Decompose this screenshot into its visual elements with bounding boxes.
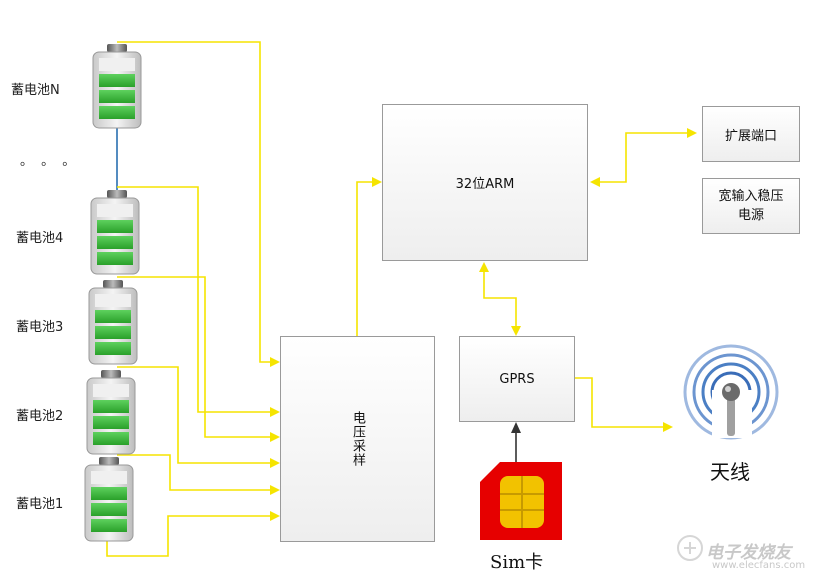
arrow-sim-to-gprs [511, 422, 521, 433]
power-supply-line2: 电源 [737, 208, 764, 223]
watermark-url: www.elecfans.com [712, 560, 806, 571]
battery-label-n: 蓄电池N [11, 83, 60, 98]
arrow-battery-2 [270, 458, 280, 468]
arrow-battery-n [270, 357, 280, 367]
battery-label-2: 蓄电池2 [16, 409, 64, 424]
expansion-port-block: 扩展端口 [702, 106, 800, 162]
battery-icon-4 [90, 190, 140, 275]
wire-battery-4 [117, 186, 272, 413]
wire-sampler-to-arm [356, 181, 374, 336]
watermark-logo-icon [677, 535, 703, 561]
battery-icon-n [92, 44, 142, 129]
voltage-sampler-label: 电压采样 [350, 411, 365, 467]
arrow-battery-1-bottom [270, 511, 280, 521]
antenna-icon [683, 344, 779, 440]
arrow-sampler-to-arm [372, 177, 382, 187]
battery-icon-2 [86, 370, 136, 455]
sim-label: Sim卡 [490, 552, 544, 573]
battery-icon-1 [84, 457, 134, 542]
antenna-label: 天线 [710, 460, 750, 484]
arrow-battery-4 [270, 407, 280, 417]
battery-label-4: 蓄电池4 [16, 231, 64, 246]
gprs-block: GPRS [459, 336, 575, 422]
power-supply-block: 宽输入稳压 电源 [702, 178, 800, 234]
wire-battery-1-bottom [106, 515, 272, 557]
arrow-to-expansion [687, 128, 697, 138]
wire-battery-n [117, 41, 272, 363]
wire-battery-2 [117, 366, 272, 464]
battery-ellipsis: 。 。 。 [20, 154, 78, 169]
wire-arm-gprs [483, 270, 517, 328]
voltage-sampler-block: 电压采样 [280, 336, 435, 542]
wire-arm-expansion [598, 132, 688, 183]
battery-icon-3 [88, 280, 138, 365]
wire-battery-1-top [117, 454, 272, 491]
arrow-to-gprs [511, 326, 521, 336]
wire-gprs-antenna [575, 377, 664, 428]
battery-label-3: 蓄电池3 [16, 320, 64, 335]
arrow-to-arm-from-expansion [590, 177, 600, 187]
power-supply-line1: 宽输入稳压 [718, 189, 784, 204]
arrow-battery-1-top [270, 485, 280, 495]
watermark-site: 电子发烧友 [706, 543, 791, 563]
sim-card-icon [480, 462, 562, 540]
wire-battery-3 [117, 276, 272, 438]
arrow-to-arm-from-gprs [479, 262, 489, 272]
arrow-to-antenna [663, 422, 673, 432]
arrow-battery-3 [270, 432, 280, 442]
battery-label-1: 蓄电池1 [16, 497, 64, 512]
arm-block: 32位ARM [382, 104, 588, 261]
